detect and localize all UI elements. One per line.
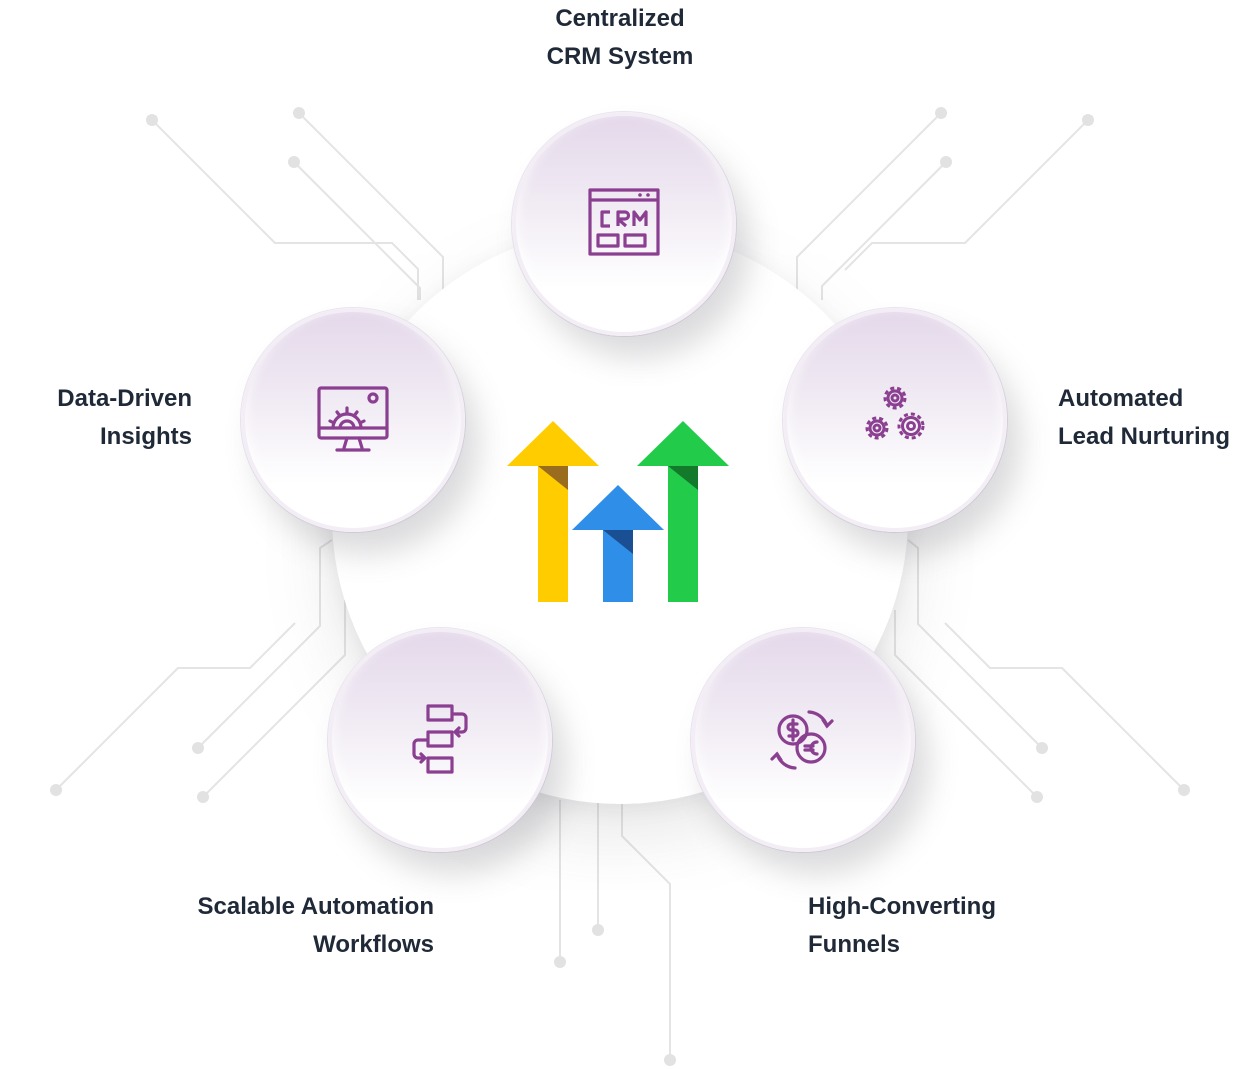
gears-icon	[865, 386, 925, 440]
label-crm-system: Centralized CRM System	[520, 0, 720, 76]
workflow-blocks-icon	[412, 704, 468, 774]
label-insights-line1: Data-Driven	[57, 385, 192, 412]
label-funnels-line2: Funnels	[808, 931, 901, 958]
label-lead-nurturing: Automated Lead Nurturing	[1058, 380, 1230, 456]
label-funnels-line1: High-Converting	[808, 893, 996, 920]
label-crm-line1: Centralized	[555, 5, 685, 32]
node-funnels	[691, 628, 915, 852]
label-workflows-line1: Scalable Automation	[197, 893, 434, 920]
label-insights: Data-Driven Insights	[20, 380, 192, 456]
node-crm-system	[512, 112, 736, 336]
monitor-gear-icon	[317, 386, 389, 452]
crm-window-icon	[588, 188, 660, 256]
label-funnels: High-Converting Funnels	[808, 888, 996, 964]
label-lead-line1: Automated	[1058, 385, 1184, 412]
currency-exchange-icon	[770, 710, 834, 770]
node-insights	[241, 308, 465, 532]
label-insights-line2: Insights	[99, 423, 192, 450]
label-lead-line2: Lead Nurturing	[1058, 423, 1230, 450]
node-lead-nurturing	[783, 308, 1007, 532]
label-workflows: Scalable Automation Workflows	[150, 888, 434, 964]
node-workflows	[328, 628, 552, 852]
growth-arrows-logo	[507, 421, 729, 602]
label-crm-line2: CRM System	[546, 43, 694, 70]
label-workflows-line2: Workflows	[313, 931, 434, 958]
